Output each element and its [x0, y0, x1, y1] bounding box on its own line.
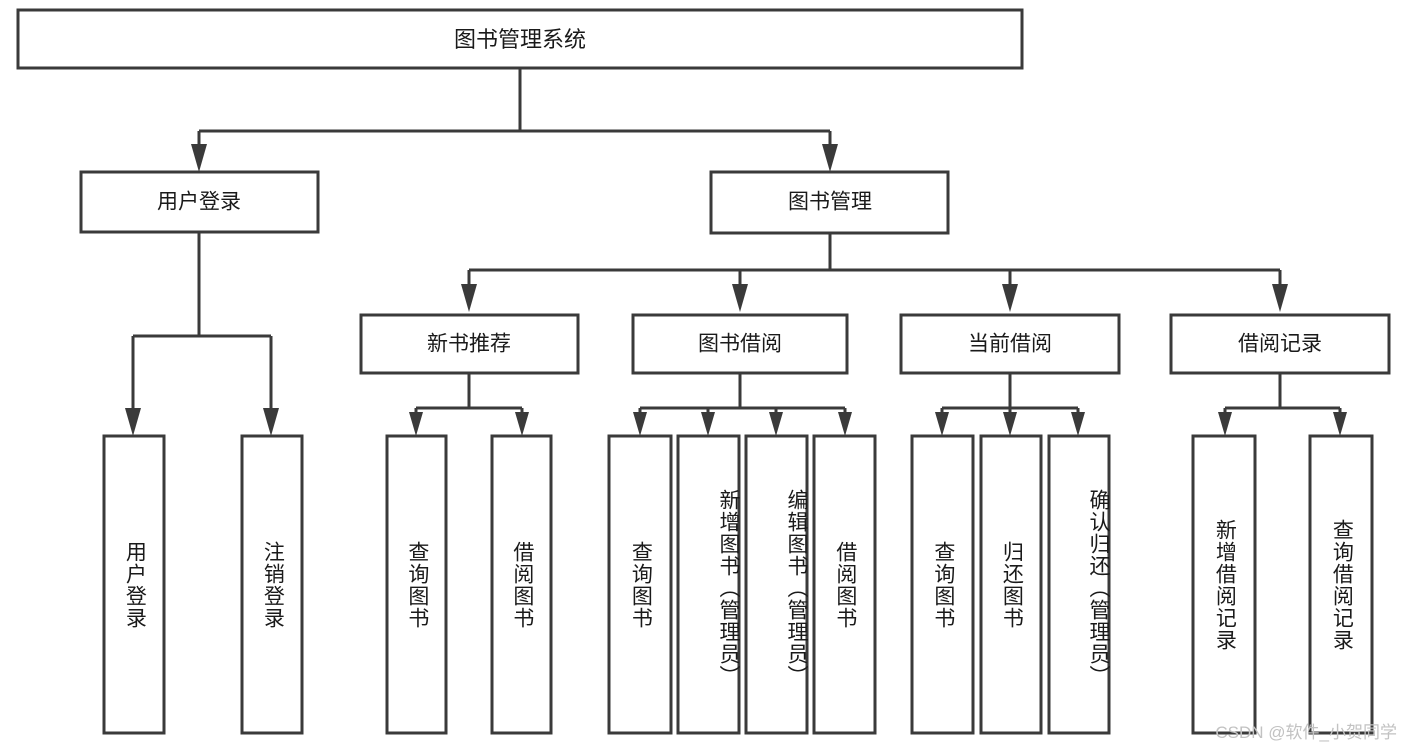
arrow-to-borrow-record [1272, 284, 1288, 312]
arrow-to-book-borrow [732, 284, 748, 312]
node-user-login-box[interactable] [79, 170, 320, 234]
node-user-login-label: 用户登录 [157, 191, 241, 214]
arrow-new-book-child-1 [515, 412, 529, 436]
node-book-management-label: 图书管理 [788, 191, 872, 214]
node-root-label: 图书管理系统 [454, 27, 586, 52]
arrow-book-borrow-child-3 [838, 412, 852, 436]
leaf-box-current-borrow-2[interactable] [1047, 434, 1111, 735]
node-book-borrow-label: 图书借阅 [698, 333, 782, 356]
node-borrow-record-label: 借阅记录 [1238, 333, 1322, 356]
leaf-box-user-login-1[interactable] [240, 434, 304, 735]
node-borrow-record[interactable]: 借阅记录 [1169, 313, 1391, 375]
node-new-book-recommend[interactable]: 新书推荐 [359, 313, 580, 375]
arrow-book-borrow-child-2 [769, 412, 783, 436]
node-book-management-box[interactable] [709, 170, 950, 235]
node-current-borrow-label: 当前借阅 [968, 333, 1052, 356]
leaf-box-book-borrow-1[interactable] [676, 434, 741, 735]
leaf-box-user-login-0[interactable] [102, 434, 166, 735]
arrow-user-login-child-1 [263, 408, 279, 436]
arrow-new-book-child-0 [409, 412, 423, 436]
leaf-box-new-book-0[interactable] [385, 434, 448, 735]
leaf-box-current-borrow-1[interactable] [979, 434, 1043, 735]
leaf-box-new-book-1[interactable] [490, 434, 553, 735]
leaf-box-book-borrow-2[interactable] [744, 434, 809, 735]
node-current-borrow[interactable]: 当前借阅 [899, 313, 1121, 375]
arrow-book-borrow-child-0 [633, 412, 647, 436]
node-borrow-record-box[interactable] [1169, 313, 1391, 375]
arrow-current-borrow-child-1 [1003, 412, 1017, 436]
node-book-borrow[interactable]: 图书借阅 [631, 313, 849, 375]
leaf-box-borrow-record-1[interactable] [1308, 434, 1374, 735]
arrow-current-borrow-child-0 [935, 412, 949, 436]
node-new-book-recommend-box[interactable] [359, 313, 580, 375]
node-root-box[interactable] [16, 8, 1024, 70]
node-root[interactable]: 图书管理系统 [16, 8, 1024, 70]
arrow-to-new-book [461, 284, 477, 312]
node-book-management[interactable]: 图书管理 [709, 170, 950, 235]
arrow-to-book-mgmt [822, 144, 838, 172]
node-current-borrow-box[interactable] [899, 313, 1121, 375]
arrow-current-borrow-child-2 [1071, 412, 1085, 436]
leaf-box-book-borrow-3[interactable] [812, 434, 877, 735]
node-user-login[interactable]: 用户登录 [79, 170, 320, 234]
leaf-box-book-borrow-0[interactable] [607, 434, 673, 735]
arrow-user-login-child-0 [125, 408, 141, 436]
arrow-book-borrow-child-1 [701, 412, 715, 436]
arrow-to-user-login [191, 144, 207, 172]
node-new-book-recommend-label: 新书推荐 [427, 333, 511, 356]
arrow-borrow-record-child-1 [1333, 412, 1347, 436]
leaf-box-current-borrow-0[interactable] [910, 434, 975, 735]
arrow-borrow-record-child-0 [1218, 412, 1232, 436]
node-book-borrow-box[interactable] [631, 313, 849, 375]
leaf-box-borrow-record-0[interactable] [1191, 434, 1257, 735]
connectors-group [125, 68, 1347, 436]
arrow-to-current-borrow [1002, 284, 1018, 312]
